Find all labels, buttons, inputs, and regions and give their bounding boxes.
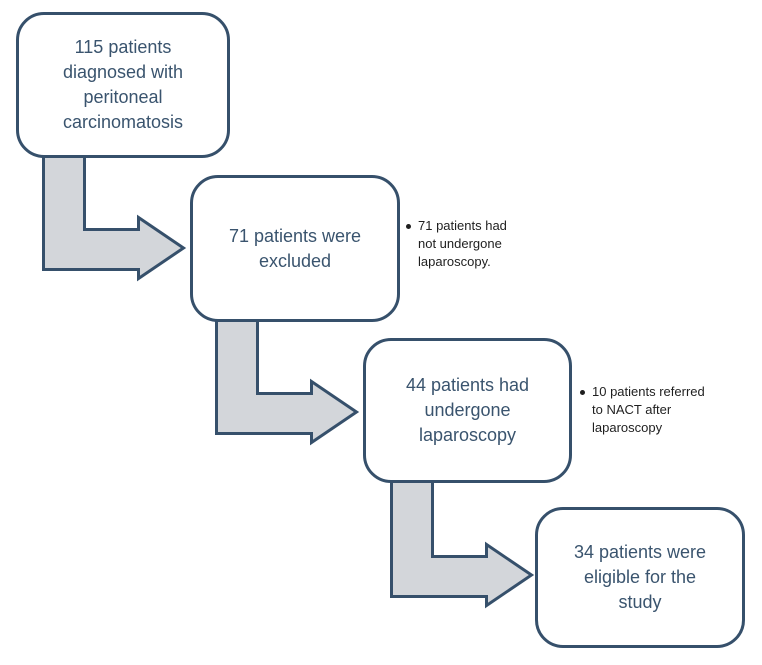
flow-box-diagnosed-label: 115 patients diagnosed with peritoneal c… xyxy=(62,37,184,132)
flow-box-diagnosed: 115 patients diagnosed with peritoneal c… xyxy=(16,12,230,158)
bent-arrow-icon xyxy=(215,317,360,446)
note-nact-referral-text: 10 patients referred to NACT after lapar… xyxy=(592,384,705,435)
bullet-icon xyxy=(580,390,585,395)
note-exclusion-reason-text: 71 patients had not undergone laparoscop… xyxy=(418,218,507,269)
flow-box-excluded: 71 patients were excluded xyxy=(190,175,400,322)
flow-box-laparoscopy-label: 44 patients had undergone laparoscopy xyxy=(405,375,530,445)
flow-box-eligible: 34 patients were eligible for the study xyxy=(535,507,745,648)
bent-arrow-icon xyxy=(42,153,187,282)
bent-arrow-icon xyxy=(390,480,535,609)
bullet-icon xyxy=(406,224,411,229)
flow-box-eligible-label: 34 patients were eligible for the study xyxy=(573,542,707,612)
flow-box-excluded-label: 71 patients were excluded xyxy=(228,225,362,271)
note-exclusion-reason: 71 patients had not undergone laparoscop… xyxy=(406,217,520,271)
flow-box-laparoscopy: 44 patients had undergone laparoscopy xyxy=(363,338,572,483)
note-nact-referral: 10 patients referred to NACT after lapar… xyxy=(580,383,706,437)
